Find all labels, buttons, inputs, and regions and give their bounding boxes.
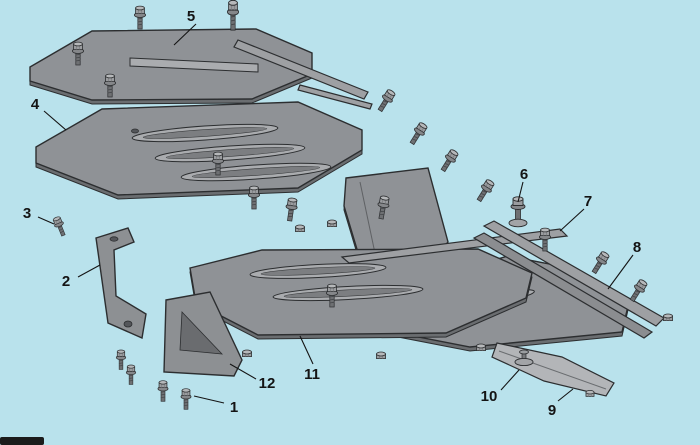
leader-line-7 [559, 208, 585, 232]
callout-8: 8 [607, 239, 641, 290]
leader-line-3 [37, 216, 55, 225]
callout-5: 5 [173, 8, 197, 46]
bracket-2-hole-top [109, 236, 119, 242]
plate-4-slot-3 [180, 162, 332, 182]
leader-line-10 [500, 369, 520, 391]
part-10-washer-stack [514, 349, 534, 367]
callout-4-label: 4 [31, 96, 40, 113]
callout-4: 4 [31, 96, 67, 131]
nut-icon [295, 224, 305, 233]
leader-line-9 [557, 388, 574, 402]
leader-line-11 [299, 335, 314, 365]
nut-icon [242, 349, 252, 358]
leader-line-2 [77, 264, 101, 278]
bracket-2-body [95, 227, 147, 340]
part-5-top-plate [29, 0, 373, 110]
leader-line-5 [173, 23, 197, 46]
washer-icon [508, 218, 528, 228]
nut-icon [663, 313, 673, 322]
callout-11-label: 11 [304, 366, 320, 383]
plate-5-slot [129, 57, 259, 73]
part-4-middle-plate [35, 101, 363, 223]
callout-9-label: 9 [548, 402, 556, 419]
nut-icon [376, 351, 386, 360]
plate-5-rail-b [297, 84, 373, 110]
plate-11a-slot-1 [249, 263, 387, 279]
bracket-12-cutout [179, 311, 224, 355]
part-2-bracket [95, 227, 147, 340]
strip-9-fold [498, 350, 607, 390]
callout-11: 11 [299, 335, 320, 383]
nut-icon [327, 219, 337, 228]
leader-line-6 [517, 181, 524, 203]
callout-1: 1 [193, 395, 238, 416]
callout-12: 12 [229, 363, 276, 392]
plate-4-hole [131, 128, 139, 134]
leader-line-8 [607, 254, 634, 290]
leader-line-4 [43, 110, 67, 131]
washer-icon [514, 357, 534, 367]
leader-line-1 [193, 395, 225, 404]
rail-8-face-b [472, 232, 654, 339]
callout-9: 9 [548, 388, 574, 419]
plate-4-slot-1 [131, 123, 279, 143]
callout-7-label: 7 [584, 193, 592, 210]
center-panel-fold [359, 181, 377, 259]
plate-4-slot-2 [154, 143, 306, 163]
callout-2: 2 [62, 264, 101, 290]
callout-6: 6 [517, 166, 528, 203]
callout-6-label: 6 [520, 166, 528, 183]
callout-8-label: 8 [633, 239, 641, 256]
nut-icon [476, 343, 486, 352]
bracket-2-hole-bottom [123, 320, 133, 328]
screen-corner-artifact [0, 437, 44, 445]
part-12-gusset-bracket [163, 291, 252, 377]
callout-3: 3 [23, 205, 55, 225]
plate-11a-slot-2 [272, 284, 424, 302]
callout-5-label: 5 [187, 8, 195, 25]
callout-12-label: 12 [259, 375, 276, 392]
callout-10-label: 10 [481, 388, 498, 405]
callout-1-label: 1 [230, 399, 238, 416]
callout-2-label: 2 [62, 273, 70, 290]
plate-5-rail-a [233, 39, 369, 100]
callout-10: 10 [481, 369, 520, 405]
callouts: 1 2 3 4 5 6 7 8 [23, 8, 641, 419]
part-6-flanged-bolt [508, 196, 528, 228]
callout-7: 7 [559, 193, 592, 232]
nut-icon [585, 390, 595, 397]
leader-line-12 [229, 363, 257, 380]
callout-3-label: 3 [23, 205, 31, 222]
